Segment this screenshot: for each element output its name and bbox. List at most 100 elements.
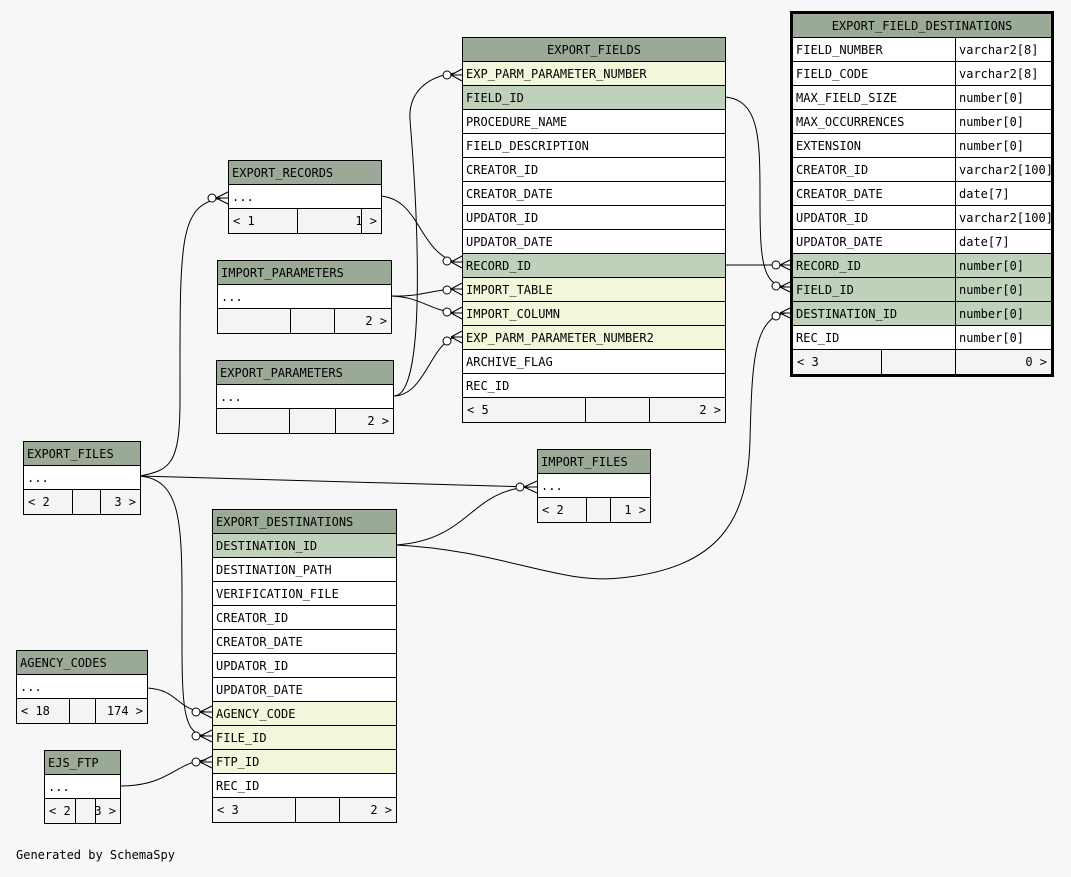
column-verification-file: VERIFICATION_FILE [213, 582, 396, 606]
edge-files-records [139, 197, 223, 477]
column-name: CREATOR_DATE [796, 187, 883, 201]
table-footer: < 2 1 > [538, 498, 650, 522]
children-count[interactable]: 3 > [94, 804, 116, 818]
table-footer: < 2 3 > [24, 490, 140, 514]
table-collapsed-columns: ... [17, 675, 147, 699]
column-name: FIELD_NUMBER [796, 43, 883, 57]
column-type: varchar2[100] [955, 158, 1051, 181]
table-collapsed-columns: ... [217, 385, 393, 409]
column-type: number[0] [955, 86, 1051, 109]
edge-field-id [724, 96, 787, 288]
column-record-id: RECORD_ID [463, 254, 725, 278]
table-footer: 2 > [218, 309, 391, 333]
column-import-column: IMPORT_COLUMN [463, 302, 725, 326]
column-type: number[0] [955, 278, 1051, 301]
column-exp-parm-parameter-number2: EXP_PARM_PARAMETER_NUMBER2 [463, 326, 725, 350]
column-updator-id: UPDATOR_ID [463, 206, 725, 230]
parents-count[interactable]: < 5 [467, 403, 489, 417]
edge-destination-id [395, 312, 787, 580]
column-field-description: FIELD_DESCRIPTION [463, 134, 725, 158]
table-import-parameters[interactable]: IMPORT_PARAMETERS...2 > [217, 260, 392, 334]
column-name: UPDATOR_ID [796, 211, 869, 225]
column-rec-id: REC_ID [463, 374, 725, 398]
children-count[interactable]: 2 > [699, 403, 721, 417]
column-ftp-id: FTP_ID [213, 750, 396, 774]
table-header: IMPORT_PARAMETERS [218, 261, 391, 285]
footer-divider [95, 699, 96, 723]
column-creator-date: CREATOR_DATE date[7] [793, 182, 1051, 206]
table-collapsed-columns: ... [24, 466, 140, 490]
parents-count[interactable]: < 3 [217, 803, 239, 817]
children-count[interactable]: 2 > [365, 314, 387, 328]
column-type: date[7] [955, 182, 1051, 205]
edge-export-params-2 [393, 336, 456, 397]
column-type: number[0] [955, 110, 1051, 133]
children-count[interactable]: 2 > [370, 803, 392, 817]
column-type: number[0] [955, 134, 1051, 157]
parents-count[interactable]: < 18 [21, 704, 50, 718]
column-type: varchar2[8] [955, 62, 1051, 85]
column-type: number[0] [955, 302, 1051, 325]
children-count[interactable]: 1 > [624, 503, 646, 517]
children-count[interactable]: 1 > [355, 214, 377, 228]
footer-divider [75, 799, 76, 823]
footer-divider [100, 490, 101, 514]
column-name: CREATOR_ID [796, 163, 869, 177]
column-type: varchar2[100] [955, 206, 1051, 229]
column-archive-flag: ARCHIVE_FLAG [463, 350, 725, 374]
column-name: EXTENSION [796, 139, 862, 153]
table-header: EJS_FTP [45, 751, 120, 775]
footer-divider [289, 409, 290, 433]
table-footer: < 18 174 > [17, 699, 147, 723]
column-name: DESTINATION_ID [796, 307, 898, 321]
parents-count[interactable]: < 3 [797, 355, 819, 369]
generated-by-note: Generated by SchemaSpy [16, 848, 175, 862]
footer-divider [610, 498, 611, 522]
table-footer: < 3 2 > [213, 798, 396, 822]
edge-records [380, 195, 456, 263]
footer-divider [69, 699, 70, 723]
table-header: EXPORT_PARAMETERS [217, 361, 393, 385]
column-extension: EXTENSION number[0] [793, 134, 1051, 158]
footer-divider [339, 798, 340, 822]
column-updator-date: UPDATOR_DATE [213, 678, 396, 702]
parents-count[interactable]: < 2 [542, 503, 564, 517]
children-count[interactable]: 3 > [114, 495, 136, 509]
column-name: RECORD_ID [796, 259, 862, 273]
column-name: UPDATOR_DATE [796, 235, 883, 249]
parents-count[interactable]: < 2 [28, 495, 50, 509]
edge-files-fileid [139, 475, 207, 737]
parents-count[interactable]: < 2 [49, 804, 71, 818]
children-count[interactable]: 0 > [1025, 355, 1047, 369]
children-count[interactable]: 174 > [106, 704, 143, 718]
table-collapsed-columns: ... [538, 474, 650, 498]
column-rec-id: REC_ID [213, 774, 396, 798]
column-procedure-name: PROCEDURE_NAME [463, 110, 725, 134]
table-export-parameters[interactable]: EXPORT_PARAMETERS... 2 > [216, 360, 394, 434]
footer-divider [335, 409, 336, 433]
footer-divider [295, 798, 296, 822]
column-creator-id: CREATOR_ID [213, 606, 396, 630]
column-creator-date: CREATOR_DATE [463, 182, 725, 206]
footer-divider [297, 209, 298, 233]
table-header: EXPORT_RECORDS [229, 161, 381, 185]
column-type: number[0] [955, 326, 1051, 349]
parents-count[interactable]: < 1 [233, 214, 255, 228]
footer-divider [95, 799, 96, 823]
table-header: EXPORT_FIELD_DESTINATIONS [793, 14, 1051, 38]
footer-divider [72, 490, 73, 514]
table-footer: < 5 2 > [463, 398, 725, 422]
footer-divider [955, 350, 956, 374]
children-count[interactable]: 2 > [367, 414, 389, 428]
